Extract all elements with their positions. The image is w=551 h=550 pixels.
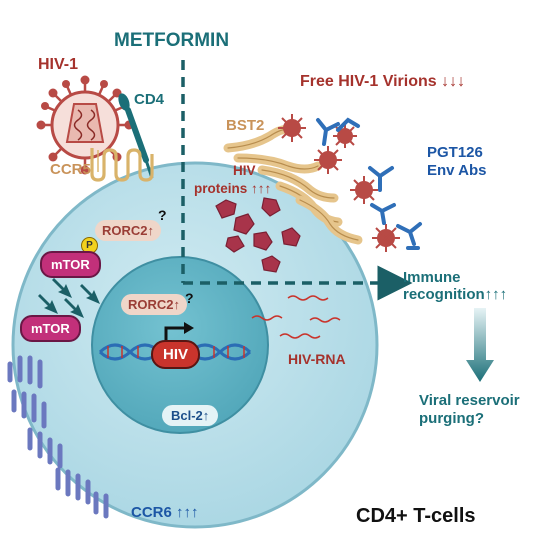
mtor-phospho-pill: mTOR — [40, 251, 101, 278]
immune-recognition-line2: recognition↑↑↑ — [403, 286, 508, 303]
rorc2-outer-badge: RORC2↑ — [95, 220, 162, 241]
pgt126-label-line1: PGT126 — [427, 144, 483, 161]
rorc2-inner-badge: RORC2↑ — [121, 294, 188, 315]
bst2-label: BST2 — [226, 117, 265, 134]
ccr6-label: CCR6 ↑↑↑ — [131, 504, 199, 521]
antibody-icon — [316, 117, 422, 250]
transcription-arrow-icon — [164, 326, 186, 340]
hiv-protein-icon — [215, 197, 301, 273]
pgt126-label-line2: Env Abs — [427, 162, 487, 179]
rorc2-outer-question: ? — [158, 207, 167, 223]
immune-recognition-line1: Immune — [403, 269, 461, 286]
reservoir-purging-line1: Viral reservoir — [419, 392, 520, 409]
cd4-label: CD4 — [134, 91, 165, 108]
hiv1-label: HIV-1 — [38, 56, 79, 73]
reservoir-down-arrow — [466, 308, 494, 382]
hiv-proteins-label-line2: proteins ↑↑↑ — [194, 181, 272, 196]
mtor-activation-arrows — [38, 278, 100, 318]
hiv-proteins-label-line1: HIV — [233, 163, 256, 178]
reservoir-purging-line2: purging? — [419, 410, 484, 427]
mtor-pill: mTOR — [20, 315, 81, 342]
rna-strand-icon — [251, 295, 341, 339]
transcription-arrow-head — [184, 322, 194, 334]
bcl2-badge: Bcl-2↑ — [162, 405, 219, 426]
free-virions-label: Free HIV-1 Virions ↓↓↓ — [300, 73, 466, 90]
ccr6-receptor-icon — [7, 355, 109, 519]
tethered-virions — [278, 114, 400, 252]
page-title: METFORMIN — [114, 30, 230, 51]
rorc2-inner-question: ? — [185, 290, 194, 306]
hiv-rna-label: HIV-RNA — [288, 351, 346, 367]
cell-type-label: CD4+ T-cells — [356, 505, 476, 527]
hiv-virion-icon — [36, 75, 134, 175]
ccr5-label: CCR5 — [50, 161, 91, 178]
ccr5-receptor-icon — [90, 148, 154, 182]
hiv-gene-pill: HIV — [151, 340, 201, 369]
